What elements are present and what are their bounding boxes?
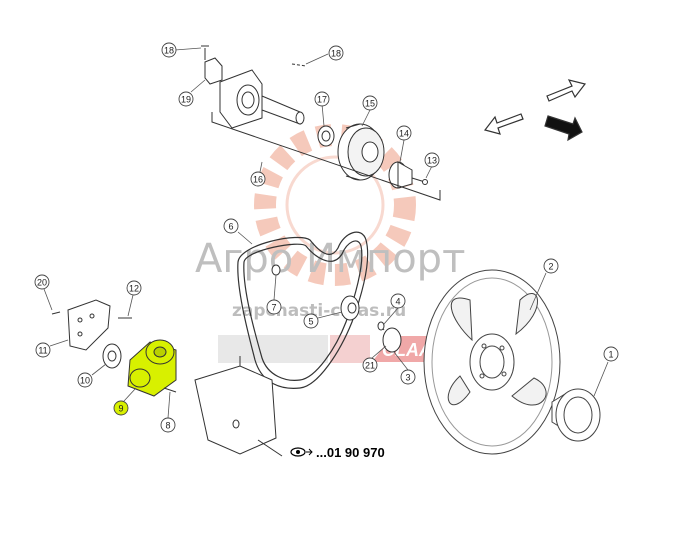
part-7-spacer — [271, 264, 281, 276]
callout-1: 1 — [603, 346, 619, 362]
part-5-pulley — [340, 295, 360, 321]
callout-4: 4 — [390, 293, 406, 309]
callout-circle — [390, 293, 406, 309]
upper-assembly — [201, 45, 441, 201]
callout-number: 17 — [317, 95, 327, 105]
part-6-belt — [237, 231, 369, 389]
callout-2: 2 — [543, 258, 559, 274]
callout-10: 10 — [77, 372, 93, 388]
callout-circle — [362, 357, 378, 373]
callout-number: 11 — [38, 346, 47, 356]
reference-label: ...01 90 970 — [257, 439, 385, 460]
callout-number: 5 — [308, 317, 313, 327]
callout-circle — [160, 417, 176, 433]
callout-14: 14 — [396, 125, 412, 141]
callout-number: 7 — [271, 303, 276, 313]
callout-number: 12 — [129, 284, 139, 294]
callout-21: 21 — [362, 357, 378, 373]
callout-number: 2 — [548, 262, 553, 272]
callout-circle — [396, 125, 412, 141]
callout-19: 19 — [178, 91, 194, 107]
part-16-group-bracket — [211, 112, 441, 201]
callout-number: 16 — [253, 175, 263, 185]
callout-13: 13 — [424, 152, 440, 168]
part-1-hub — [551, 388, 601, 442]
callout-circle — [424, 152, 440, 168]
callout-circle — [603, 346, 619, 362]
pump-shaft — [261, 95, 301, 125]
callout-number: 1 — [608, 350, 613, 360]
small-hardware — [377, 321, 402, 353]
callout-circle — [303, 313, 319, 329]
callout-circle — [34, 274, 50, 290]
callout-3: 3 — [400, 369, 416, 385]
callout-number: 20 — [37, 278, 47, 288]
part-21-washer — [382, 327, 402, 353]
part-11-plate — [67, 299, 111, 351]
callout-7: 7 — [266, 299, 282, 315]
part-9-tensioner — [127, 339, 177, 397]
callout-circle — [314, 91, 330, 107]
callout-6: 6 — [223, 218, 239, 234]
callout-circle — [400, 369, 416, 385]
callout-number: 15 — [365, 99, 375, 109]
callout-circle — [161, 42, 177, 58]
callout-circle — [250, 171, 266, 187]
callout-circle — [77, 372, 93, 388]
callout-number: 18 — [164, 46, 174, 56]
callout-5: 5 — [303, 313, 319, 329]
callout-18b: 18 — [328, 45, 344, 61]
part-20-pin — [51, 311, 61, 315]
mounting-bracket — [194, 365, 277, 455]
callout-number: 19 — [181, 95, 191, 105]
reference-number: ...01 90 970 — [316, 445, 385, 460]
part-18-bolt-right — [291, 63, 307, 67]
left-assembly — [51, 299, 277, 455]
part-2-fan — [423, 269, 561, 455]
callout-number: 14 — [399, 129, 409, 139]
part-18-bolt-left — [201, 45, 209, 60]
direction-arrows — [483, 79, 587, 142]
callout-circle — [126, 280, 142, 296]
callout-16: 16 — [250, 171, 266, 187]
callout-9: 9 — [113, 400, 129, 416]
callout-number: 3 — [405, 373, 410, 383]
callout-18a: 18 — [161, 42, 177, 58]
eye-arrow-icon — [290, 447, 313, 457]
callout-8: 8 — [160, 417, 176, 433]
part-8-bolt — [163, 387, 177, 393]
callout-circle — [328, 45, 344, 61]
callout-number: 21 — [365, 361, 375, 371]
part-19-bracket — [204, 57, 223, 85]
callout-12: 12 — [126, 280, 142, 296]
callout-20: 20 — [34, 274, 50, 290]
callout-circle — [35, 342, 51, 358]
leader-lines — [43, 47, 609, 419]
callout-circle — [266, 299, 282, 315]
callout-circle — [223, 218, 239, 234]
callout-number: 9 — [118, 404, 123, 414]
callout-circle — [362, 95, 378, 111]
callout-11: 11 — [35, 342, 51, 358]
callout-number: 18 — [331, 49, 341, 59]
watermark-gear — [254, 124, 416, 286]
callout-17: 17 — [314, 91, 330, 107]
callout-15: 15 — [362, 95, 378, 111]
callout-number: 6 — [228, 222, 233, 232]
callout-number: 13 — [427, 156, 437, 166]
callout-number: 4 — [395, 297, 400, 307]
watermark-brand: Агро Импорт — [195, 236, 465, 282]
callout-number: 10 — [80, 376, 90, 386]
callout-circle — [543, 258, 559, 274]
callout-circle — [178, 91, 194, 107]
callout-number: 8 — [165, 421, 170, 431]
callout-circle — [113, 400, 129, 416]
